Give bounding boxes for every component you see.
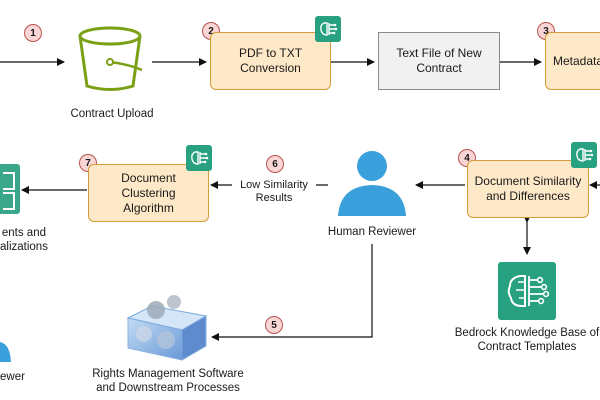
step-badge-6: 6 bbox=[266, 155, 284, 173]
step-badge-1: 1 bbox=[24, 24, 42, 42]
person-icon bbox=[338, 151, 406, 216]
metadata-box: Metadata bbox=[545, 32, 600, 90]
document-similarity-label: Document Similarity and Differences bbox=[474, 174, 582, 203]
low-similarity-label: Low Similarity Results bbox=[232, 179, 316, 205]
ai-chip-icon bbox=[315, 16, 341, 42]
pdf-to-txt-box: PDF to TXT Conversion bbox=[210, 32, 331, 90]
document-similarity-box: Document Similarity and Differences bbox=[467, 160, 589, 218]
metadata-label: Metadata bbox=[553, 53, 600, 68]
reviewer-left-label: ewer bbox=[0, 371, 25, 383]
document-clustering-label: Document Clustering Algorithm bbox=[121, 170, 176, 215]
human-reviewer-label: Human Reviewer bbox=[327, 226, 417, 238]
person-icon bbox=[0, 342, 11, 362]
cubes-icon bbox=[126, 295, 208, 361]
chart-icon bbox=[0, 164, 20, 214]
text-file-box: Text File of New Contract bbox=[378, 32, 500, 90]
documents-visualizations-label: ents and alizations bbox=[0, 227, 48, 253]
text-file-label: Text File of New Contract bbox=[396, 46, 482, 75]
ai-chip-icon bbox=[186, 145, 212, 171]
step-badge-5: 5 bbox=[265, 316, 283, 334]
document-clustering-box: Document Clustering Algorithm bbox=[88, 164, 209, 222]
pdf-to-txt-label: PDF to TXT Conversion bbox=[238, 46, 303, 75]
knowledge-base-icon bbox=[498, 262, 556, 320]
ai-chip-icon bbox=[571, 142, 597, 168]
contract-upload-label: Contract Upload bbox=[70, 108, 154, 120]
rights-management-label: Rights Management Software and Downstrea… bbox=[92, 368, 244, 394]
bucket-icon bbox=[78, 26, 143, 91]
bedrock-knowledge-base-label: Bedrock Knowledge Base of Contract Templ… bbox=[454, 327, 600, 353]
arrow-reviewer-to-rights bbox=[211, 244, 373, 341]
